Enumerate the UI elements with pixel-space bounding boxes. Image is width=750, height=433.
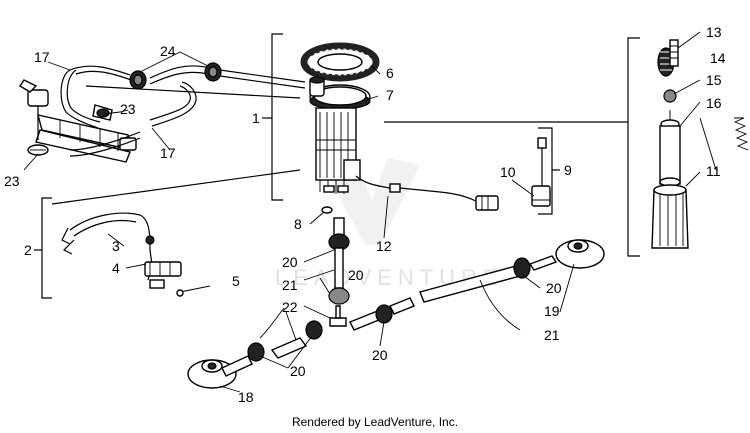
label-21a: 21 [282, 277, 298, 293]
label-17a: 17 [34, 49, 50, 65]
label-3: 3 [112, 238, 120, 254]
label-14: 14 [710, 50, 726, 66]
fuel-pump-assembly [309, 76, 371, 214]
render-credit: Rendered by LeadVenture, Inc. [291, 415, 459, 429]
label-12: 12 [376, 238, 392, 254]
harness-bracket [34, 169, 301, 299]
label-10: 10 [500, 164, 516, 180]
watermark: LEADVENTURE [275, 158, 498, 290]
label-6: 6 [386, 65, 394, 81]
label-2: 2 [24, 242, 32, 258]
label-16: 16 [706, 95, 722, 111]
label-20e: 20 [546, 280, 562, 296]
pump-parts-bracket [384, 37, 749, 257]
label-24: 24 [160, 43, 176, 59]
label-13: 13 [706, 24, 722, 40]
label-11: 11 [706, 163, 721, 179]
label-9: 9 [564, 162, 572, 178]
label-20a: 20 [282, 254, 298, 270]
bracket-1 [271, 33, 283, 201]
label-5: 5 [232, 273, 240, 289]
label-1: 1 [252, 110, 260, 126]
label-23a: 23 [120, 101, 136, 117]
callouts: 1 2 3 4 5 6 7 8 9 10 11 12 13 14 15 16 1… [4, 24, 726, 405]
hose-clamps [129, 62, 222, 90]
label-22: 22 [282, 299, 298, 315]
lock-ring [300, 42, 380, 82]
label-18: 18 [238, 389, 254, 405]
lower-fuel-lines [187, 217, 605, 389]
label-21b: 21 [544, 327, 560, 343]
label-7: 7 [386, 87, 394, 103]
label-4: 4 [112, 260, 120, 276]
fuel-hoses [60, 65, 306, 157]
label-17b: 17 [160, 145, 176, 161]
label-15: 15 [706, 72, 722, 88]
connector-group [531, 127, 560, 215]
label-19: 19 [544, 303, 560, 319]
label-20c: 20 [290, 363, 306, 379]
label-20b: 20 [348, 267, 364, 283]
label-20d: 20 [372, 347, 388, 363]
fuel-rail-assembly [19, 79, 137, 163]
leader-lines [23, 31, 701, 393]
label-8: 8 [294, 216, 302, 232]
label-23b: 23 [4, 173, 20, 189]
pump-harness [355, 175, 499, 211]
